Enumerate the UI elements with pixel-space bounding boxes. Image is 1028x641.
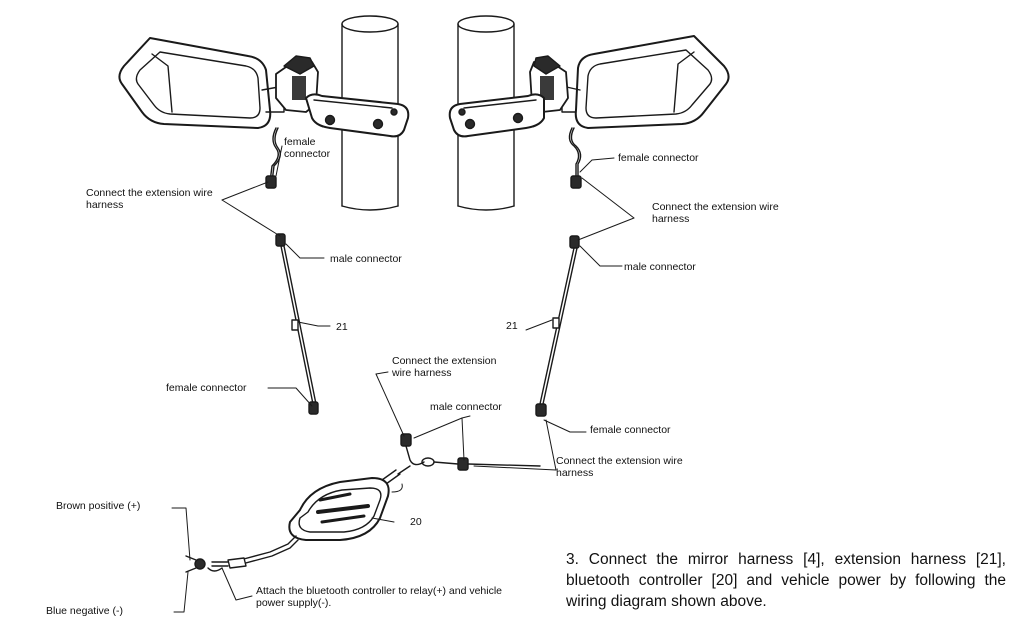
female-connector-label-right-bottom: female connector: [590, 424, 671, 436]
attach-controller-label: Attach the bluetooth controller to relay…: [256, 585, 503, 609]
bluetooth-controller: [185, 469, 401, 573]
blue-negative-label: Blue negative (-): [46, 605, 124, 617]
connect-extension-label-right-bottom: Connect the extension wire harness: [556, 455, 683, 479]
ref-20-label: 20: [410, 516, 422, 528]
brown-positive-label: Brown positive (+): [56, 500, 141, 512]
connect-extension-label-center: Connect the extension wire harness: [392, 355, 497, 379]
right-extension-harness: [535, 235, 580, 417]
male-connector-label-right: male connector: [624, 261, 696, 273]
instruction-caption: 3. Connect the mirror harness [4], exten…: [566, 551, 1006, 610]
ref-21-label-right: 21: [506, 320, 518, 332]
right-handlebar-tube: [457, 15, 515, 211]
left-extension-harness: [275, 233, 319, 415]
left-mirror: [118, 37, 410, 189]
right-mirror: [448, 35, 730, 189]
connect-extension-label-left-top: Connect the extension wire harness: [86, 187, 213, 211]
male-connector-label-left: male connector: [330, 253, 402, 265]
female-connector-label-right-top: female connector: [618, 152, 699, 164]
leader-lines: [171, 145, 635, 613]
male-connector-label-center: male connector: [430, 401, 502, 413]
ref-21-label-left: 21: [336, 321, 348, 333]
female-connector-label-left-top: female connector: [284, 136, 331, 160]
connect-extension-label-right-top: Connect the extension wire harness: [652, 201, 779, 225]
female-connector-label-left-bottom: female connector: [166, 382, 247, 394]
center-connectors: [397, 433, 541, 475]
